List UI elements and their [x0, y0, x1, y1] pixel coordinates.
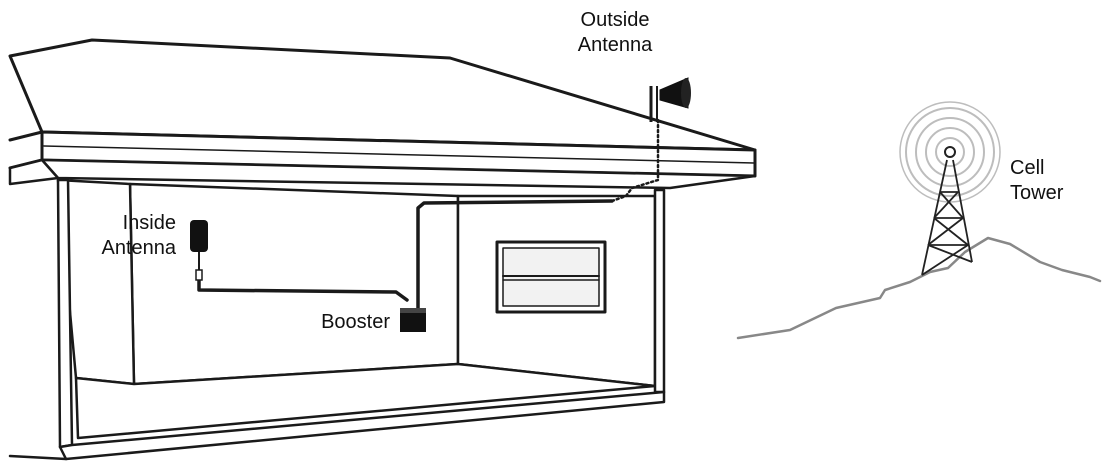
devices — [190, 220, 426, 332]
hill-terrain — [736, 236, 1102, 340]
cables — [197, 118, 660, 310]
cell-tower-label-line2: Tower — [1010, 182, 1064, 204]
window — [495, 240, 607, 314]
outside-antenna-device — [649, 77, 691, 122]
outside-antenna-label-line2: Antenna — [577, 34, 653, 56]
outside-antenna-label-line1: Outside — [580, 9, 650, 31]
cable-inside-to-booster — [197, 276, 409, 302]
inside-antenna-device — [190, 220, 208, 252]
house — [8, 38, 757, 461]
inside-antenna-label-line2: Antenna — [101, 237, 176, 259]
floor — [74, 362, 657, 440]
cable-booster-to-wall — [416, 199, 614, 310]
floor-edge — [58, 390, 666, 461]
base-line — [8, 454, 68, 461]
cell-tower-label: Cell Tower — [1010, 156, 1100, 206]
cell-tower-label-line1: Cell — [1010, 157, 1045, 179]
right-post — [653, 188, 666, 394]
cable-dotted-to-outside — [610, 118, 660, 203]
tower-structure — [921, 159, 973, 276]
booster-label-text: Booster — [321, 311, 390, 333]
porch-left — [8, 158, 60, 186]
roof — [8, 38, 757, 152]
booster-label: Booster — [282, 310, 390, 335]
cell-tower — [899, 101, 1001, 276]
inside-antenna-label: Inside Antenna — [70, 211, 176, 261]
back-wall — [128, 182, 460, 386]
inside-antenna-label-line1: Inside — [122, 212, 176, 234]
fascia-line — [43, 145, 755, 164]
outside-antenna-label: Outside Antenna — [560, 8, 670, 58]
